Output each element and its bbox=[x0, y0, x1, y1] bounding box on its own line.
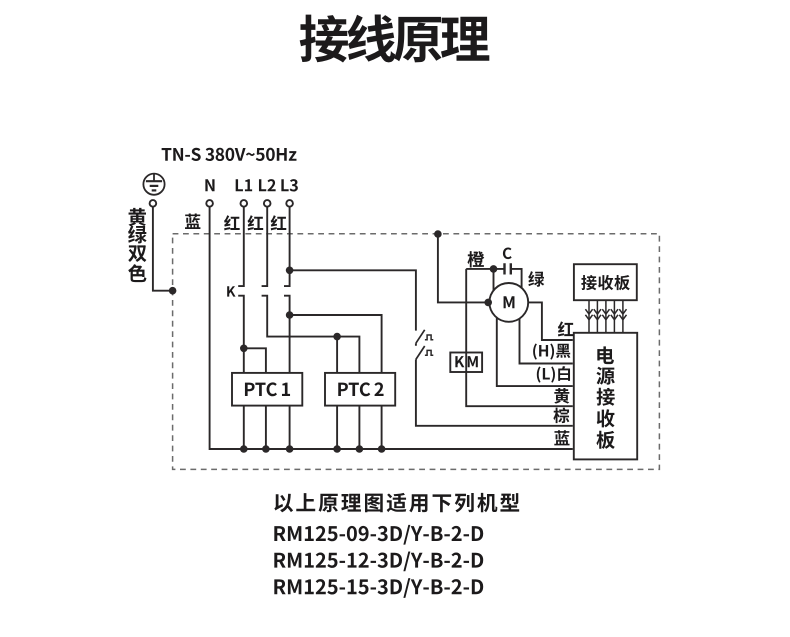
wire-motor-black bbox=[518, 316, 573, 365]
wire-earth bbox=[151, 206, 171, 292]
board-arrow-2 bbox=[593, 300, 602, 333]
terminal-n bbox=[205, 199, 214, 208]
thermal-cutout-element-2 bbox=[424, 349, 434, 356]
junction-dot bbox=[489, 265, 498, 273]
wire-green-cap bbox=[511, 267, 523, 290]
wire-l3-lower bbox=[284, 294, 291, 373]
wire-ptc2-pins bbox=[336, 405, 383, 449]
terminal-earth bbox=[148, 199, 158, 208]
junction-dot bbox=[333, 445, 341, 453]
wire-km-yellow bbox=[465, 268, 573, 408]
junction-dot bbox=[240, 445, 248, 453]
wire-l3-upper bbox=[284, 206, 291, 288]
earth-symbol bbox=[142, 172, 166, 196]
junction-dot bbox=[484, 298, 493, 307]
junction-dot bbox=[285, 445, 294, 453]
thermal-cutout-blade-2 bbox=[415, 345, 426, 360]
enclosure-dashed-border bbox=[171, 233, 661, 471]
terminal-l1 bbox=[239, 199, 249, 208]
wire-motor-white bbox=[495, 315, 573, 388]
wire-l1-branch bbox=[243, 347, 267, 373]
junction-dot bbox=[285, 311, 294, 319]
heater2-box bbox=[324, 371, 397, 407]
wire-neutral-blue-bus bbox=[208, 206, 573, 450]
wire-motor-red bbox=[526, 301, 573, 341]
wire-l1-upper bbox=[238, 206, 245, 288]
capacitor-plates bbox=[503, 263, 512, 275]
heater1-box bbox=[231, 371, 304, 407]
motor-circle bbox=[488, 282, 530, 323]
wire-l3-branch bbox=[289, 314, 383, 373]
board-arrow-5 bbox=[618, 300, 628, 333]
wire-l3-thermal bbox=[289, 269, 417, 331]
wire-ptc1-pins bbox=[242, 405, 291, 449]
board-arrow-4 bbox=[610, 300, 619, 333]
junction-dot bbox=[333, 332, 341, 341]
board-arrow-1 bbox=[584, 300, 594, 333]
junction-dot bbox=[377, 445, 386, 453]
junction-dot bbox=[240, 344, 248, 353]
terminal-l3 bbox=[285, 199, 294, 208]
wire-thermal-brown bbox=[414, 343, 573, 427]
wire-l2-upper bbox=[261, 206, 269, 288]
junction-dot bbox=[262, 445, 270, 453]
board-arrow-3 bbox=[601, 300, 611, 333]
junction-dot bbox=[434, 230, 442, 238]
terminal-l2 bbox=[262, 199, 272, 208]
thermal-cutout-blade-1 bbox=[415, 329, 426, 344]
junction-dot bbox=[168, 286, 177, 295]
wire-l2-lower bbox=[261, 294, 361, 373]
junction-dot bbox=[355, 445, 364, 453]
junction-dot bbox=[285, 266, 294, 275]
thermal-cutout-element-1 bbox=[424, 334, 434, 341]
contactor-coil-box bbox=[449, 351, 484, 373]
wire-top-feed bbox=[436, 234, 490, 304]
